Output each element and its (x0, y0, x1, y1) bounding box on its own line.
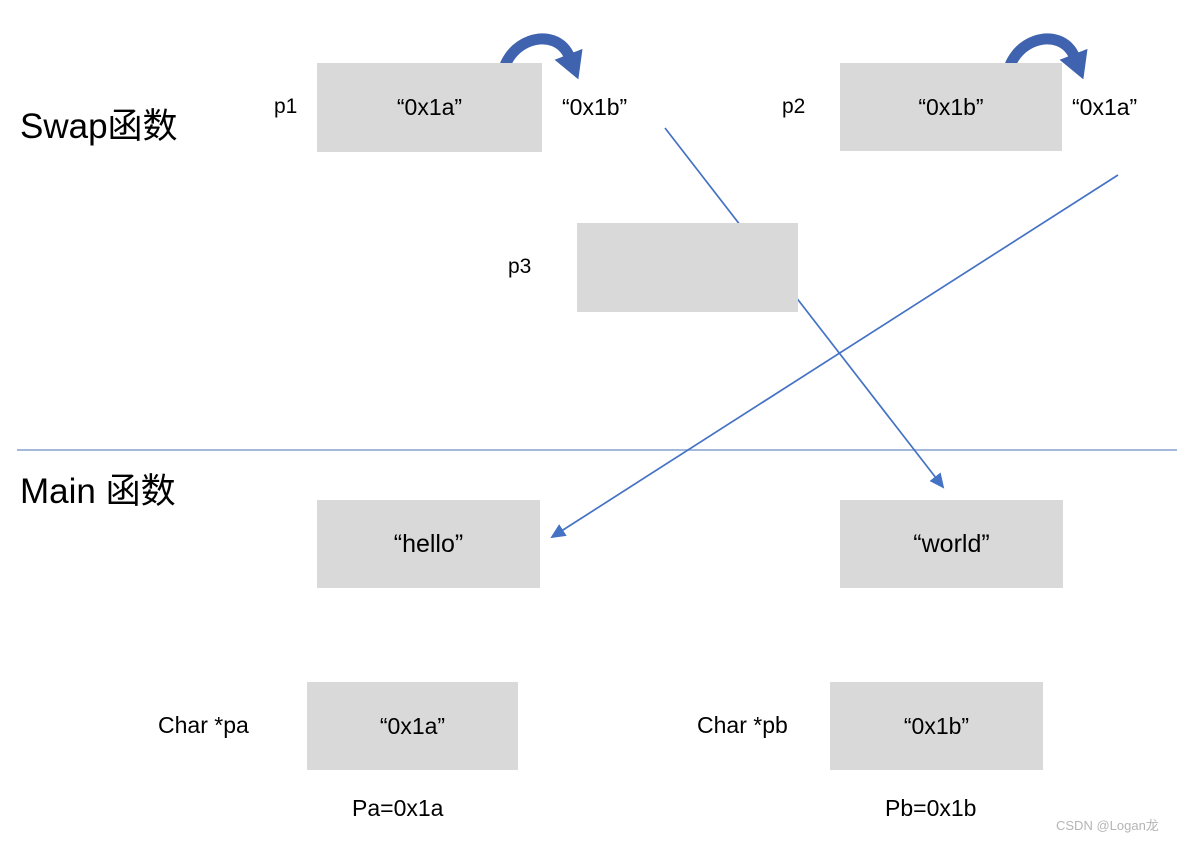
pb-box-value: “0x1b” (903, 712, 970, 739)
p1-box-value: “0x1a” (396, 94, 463, 120)
watermark: CSDN @Logan龙 (1056, 818, 1159, 833)
p1-label: p1 (274, 95, 298, 118)
pa-box: “0x1a” (307, 682, 518, 770)
p3-box (577, 223, 798, 312)
hello-string-value: “hello” (393, 529, 464, 558)
swap-section-title: Swap函数 (20, 107, 178, 146)
main-section-title: Main 函数 (20, 472, 176, 511)
pb-caption: Pb=0x1b (885, 795, 977, 821)
p2-new-value-label: “0x1a” (1072, 94, 1138, 120)
p3-label: p3 (508, 255, 532, 278)
pa-box-value: “0x1a” (379, 712, 446, 739)
p2-box-value: “0x1b” (918, 93, 984, 120)
char-pa-label: Char *pa (158, 712, 249, 738)
pb-box: “0x1b” (830, 682, 1043, 770)
p2-box: “0x1b” (840, 63, 1062, 151)
char-pb-label: Char *pb (697, 712, 788, 738)
hello-string-box: “hello” (317, 500, 540, 588)
world-string-value: “world” (913, 529, 990, 558)
p1-new-value-label: “0x1b” (562, 94, 628, 120)
world-string-box: “world” (840, 500, 1063, 588)
p2-label: p2 (782, 95, 806, 118)
p1-box: “0x1a” (317, 63, 542, 152)
pa-caption: Pa=0x1a (352, 795, 444, 821)
